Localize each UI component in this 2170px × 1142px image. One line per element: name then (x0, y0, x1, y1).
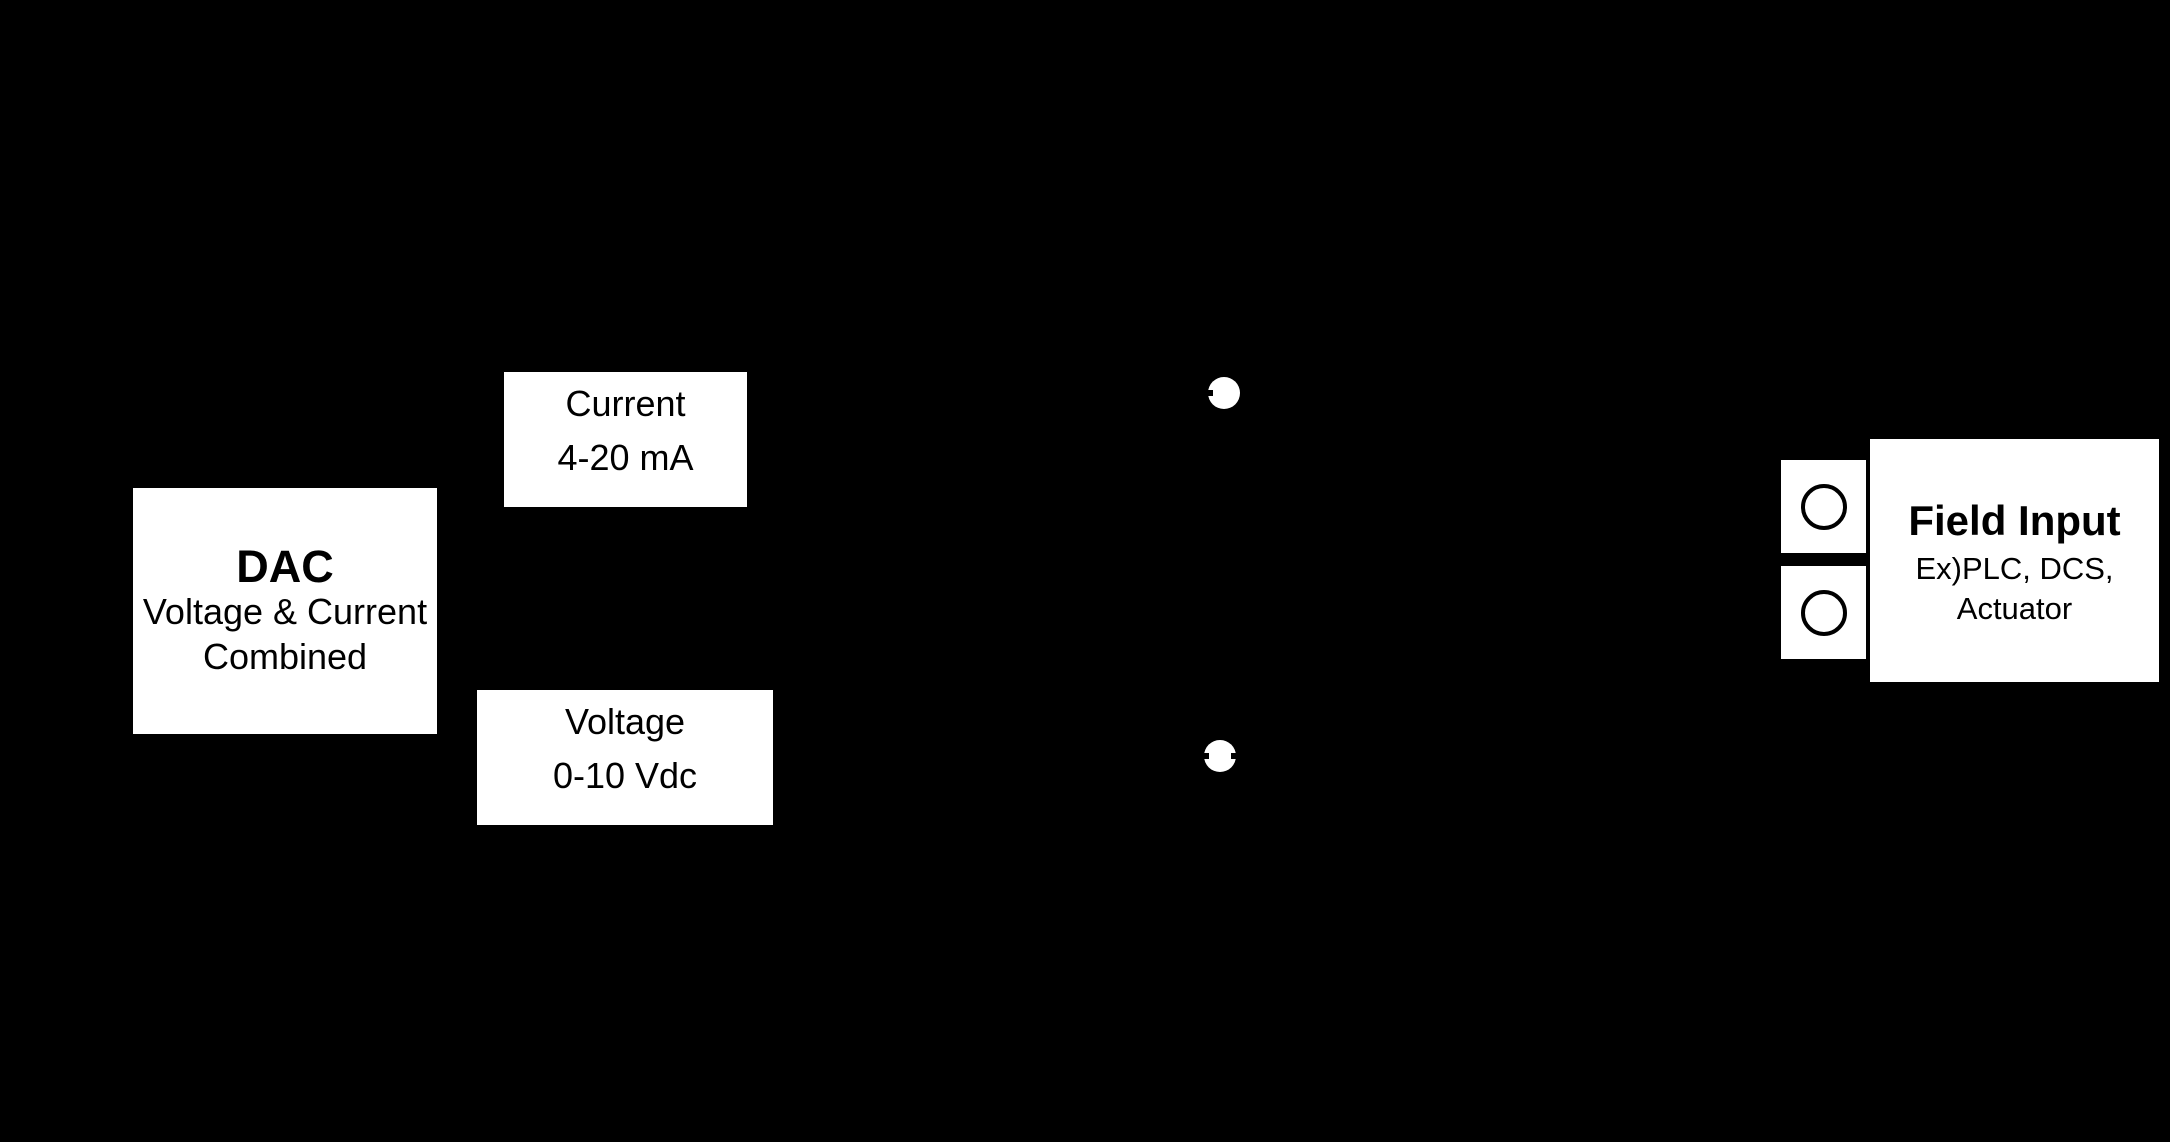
voltage-signal-box: Voltage 0-10 Vdc (477, 690, 773, 825)
voltage-label: Voltage (564, 700, 686, 742)
field-input-examples-line-2: Actuator (1956, 590, 2073, 626)
field-input-title: Field Input (1908, 496, 2121, 544)
dac-subtitle-line-1: Voltage & Current (142, 590, 428, 632)
terminal-contact-circle-icon (1800, 589, 1847, 636)
terminal-contact-circle-icon (1800, 483, 1847, 530)
dac-subtitle-line-2: Combined (202, 635, 368, 677)
field-input-box: Field Input Ex)PLC, DCS, Actuator (1870, 439, 2159, 682)
current-label: Current (565, 382, 686, 424)
junction-dot-icon-current-wire (1206, 377, 1240, 409)
field-input-examples-line-1: Ex)PLC, DCS, (1915, 550, 2114, 586)
terminal-block-voltage (1781, 566, 1866, 659)
voltage-range-label: 0-10 Vdc (552, 754, 698, 796)
current-range-label: 4-20 mA (557, 436, 694, 478)
dac-title: DAC (236, 540, 334, 592)
junction-dot-icon-voltage-wire (1202, 740, 1238, 772)
current-signal-box: Current 4-20 mA (504, 372, 747, 507)
terminal-block-current (1781, 460, 1866, 553)
dac-box: DAC Voltage & Current Combined (133, 488, 437, 734)
